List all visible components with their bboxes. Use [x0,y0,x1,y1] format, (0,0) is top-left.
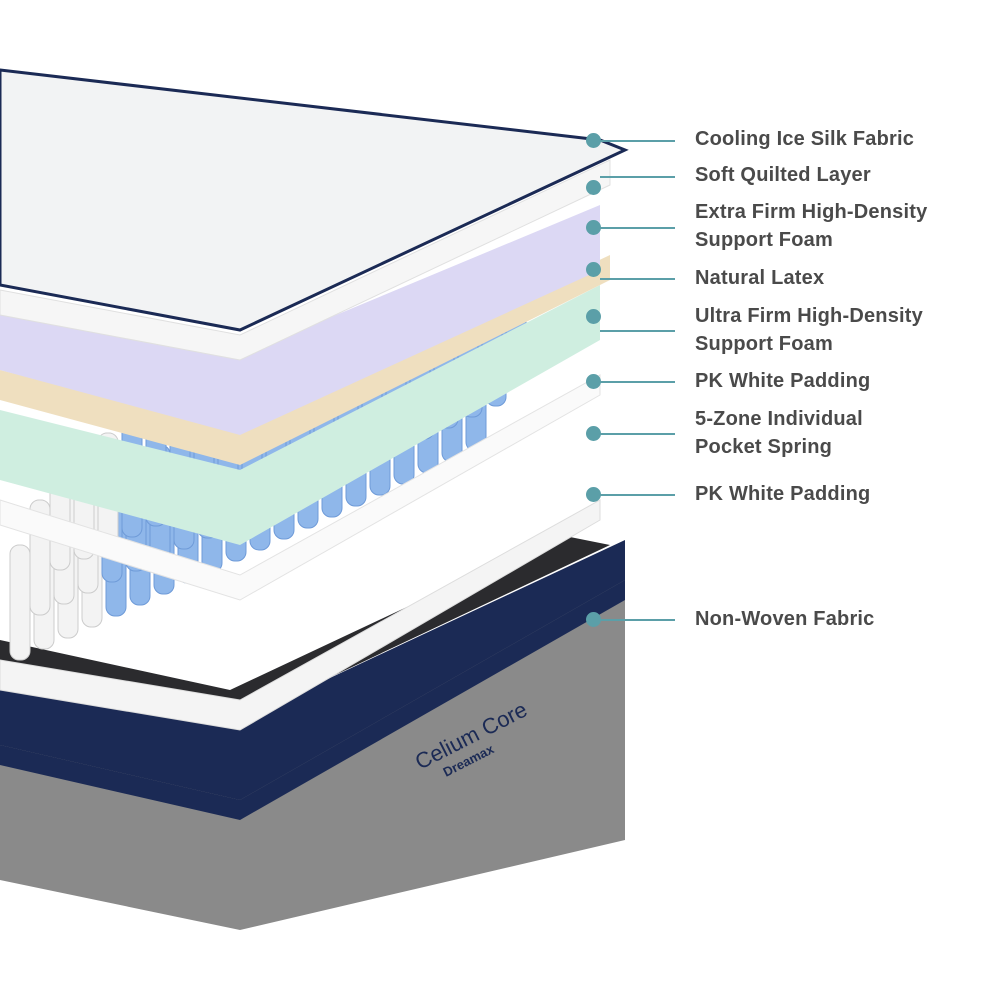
label-pk-padding-top: PK White Padding [695,370,871,392]
callout-line [600,227,675,229]
callout-dot [586,487,601,502]
pk-padding-bottom [0,499,601,731]
callout-line [600,278,675,280]
soft-quilted-layer [0,159,611,361]
cooling-fabric [0,68,629,332]
label-natural-latex: Natural Latex [695,267,825,289]
callout-dot [586,220,601,235]
callout-line [600,433,675,435]
callout-line [600,494,675,496]
label-pocket-spring: 5-Zone Individual Pocket Spring [695,408,863,458]
label-cooling-fabric: Cooling Ice Silk Fabric [695,128,915,150]
spring-coil [9,544,31,661]
natural-latex [0,255,610,465]
callout-dot [586,180,601,195]
callout-dot [586,374,601,389]
label-soft-quilted: Soft Quilted Layer [695,164,871,186]
ultra-firm-foam [0,285,600,545]
callout-line [600,381,675,383]
extra-firm-foam [0,205,600,435]
callout-dot [586,133,601,148]
label-extra-firm-foam: Extra Firm High-Density Support Foam [695,201,928,251]
callout-dot [586,612,601,627]
label-non-woven: Non-Woven Fabric [695,608,875,630]
callout-line [600,140,675,142]
callout-dot [586,309,601,324]
label-pk-padding-bottom: PK White Padding [695,483,871,505]
callout-line [600,619,675,621]
callout-line [600,176,675,178]
label-ultra-firm-foam: Ultra Firm High-Density Support Foam [695,305,923,355]
non-woven-base: Celium Core Dreamax [0,535,625,930]
callout-line [600,330,675,332]
callout-dot [586,262,601,277]
callout-dot [586,426,601,441]
pk-padding-top [0,374,601,601]
